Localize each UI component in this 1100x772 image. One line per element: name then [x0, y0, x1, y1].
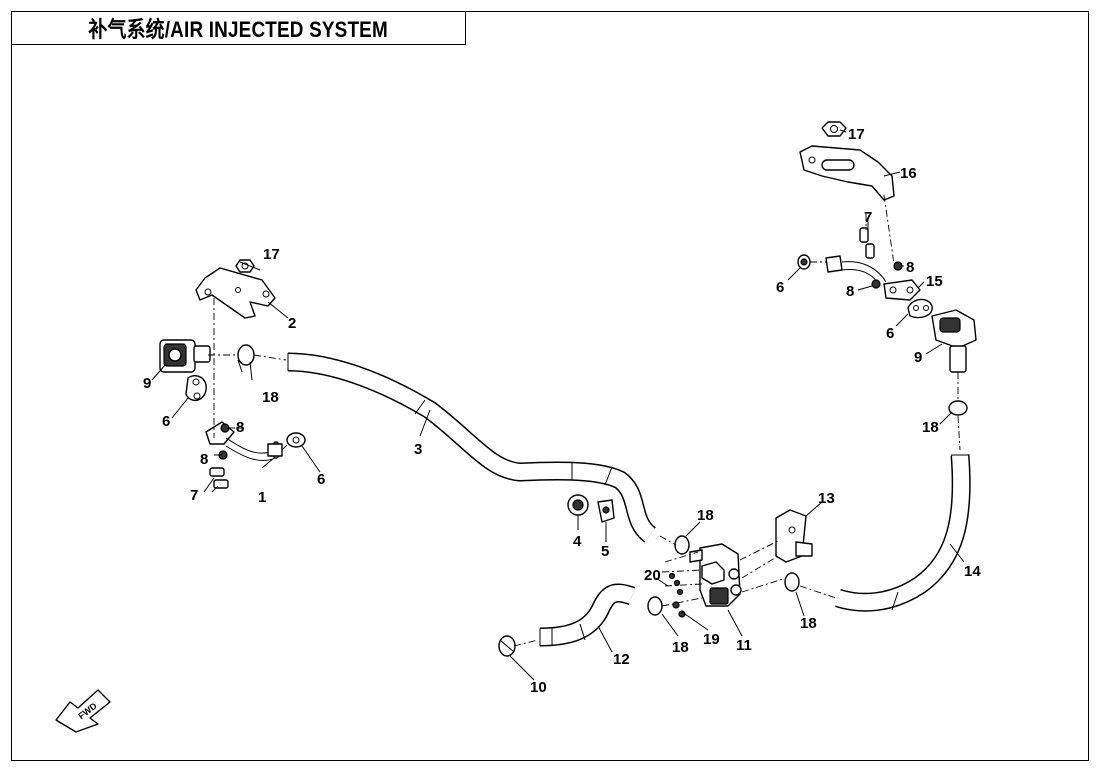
part-11-valve-body	[689, 543, 742, 607]
callout-9-left: 9	[143, 375, 151, 392]
callout-18-left: 18	[262, 389, 279, 406]
part-7-bolt-right	[859, 227, 875, 259]
callout-10: 10	[530, 679, 547, 696]
callout-17-right: 17	[848, 126, 865, 143]
part-6-gasket-left-lower	[286, 432, 306, 448]
callout-12: 12	[613, 651, 630, 668]
callout-9-right: 9	[914, 349, 922, 366]
align-line-valve-hose14	[799, 585, 837, 599]
align-line-right-hose	[957, 415, 961, 451]
callout-8-right-a: 8	[906, 259, 914, 276]
page-title: 补气系统/AIR INJECTED SYSTEM	[88, 16, 388, 42]
callout-8-left-a: 8	[236, 419, 244, 436]
callout-18-right-low: 18	[800, 615, 817, 632]
part-14-hose	[835, 454, 971, 612]
callout-3: 3	[414, 441, 422, 458]
part-17-nut-right	[821, 121, 847, 137]
align-line-clamp18-low	[661, 597, 703, 607]
align-line-valve-a	[664, 551, 699, 563]
align-line-valve-clamp	[741, 577, 787, 593]
align-line-right-bracket	[883, 194, 895, 265]
part-18-clamp-mid	[674, 535, 690, 555]
callout-7-right: 7	[864, 209, 872, 226]
part-12-hose	[539, 583, 636, 647]
align-line-valve-bracket-b	[741, 555, 779, 579]
callout-5: 5	[601, 543, 609, 560]
callout-2: 2	[288, 315, 296, 332]
align-line-valve-b	[661, 569, 703, 573]
part-6-gasket-left-upper	[185, 374, 207, 401]
callout-18-mid: 18	[697, 507, 714, 524]
part-18-clamp-right	[948, 400, 968, 416]
callout-8-left-b: 8	[200, 451, 208, 468]
callout-4: 4	[573, 533, 582, 550]
part-17-nut-left	[235, 259, 255, 273]
part-8-nut-right-b	[871, 279, 881, 289]
align-line-left-hose	[253, 354, 287, 361]
part-7-bolt-left-b	[213, 479, 229, 489]
part-pipe-right	[825, 255, 887, 287]
callout-16: 16	[900, 165, 917, 182]
part-16-bracket	[799, 145, 895, 201]
part-9-valve-left	[159, 339, 211, 373]
callout-18-right: 18	[922, 419, 939, 436]
part-15-gasket	[883, 279, 921, 301]
callout-15: 15	[926, 273, 943, 290]
part-6-gasket-right-upper	[797, 254, 811, 270]
callout-6-right-lower: 6	[886, 325, 894, 342]
part-18-clamp-right-low	[784, 572, 800, 592]
part-18-clamp-left	[237, 344, 255, 373]
title-box: 补气系统/AIR INJECTED SYSTEM	[11, 11, 466, 45]
callout-11: 11	[736, 637, 752, 654]
part-13-bracket	[775, 509, 813, 563]
part-8-nut-right-a	[893, 261, 903, 271]
align-line-clamp18-mid	[659, 535, 677, 546]
callout-13: 13	[818, 490, 835, 507]
callout-6-right-upper: 6	[776, 279, 784, 296]
callout-19: 19	[703, 631, 720, 648]
callout-17-left: 17	[263, 246, 280, 263]
fwd-arrow-icon: FWD	[55, 689, 111, 733]
part-19-bolts	[672, 601, 686, 618]
part-6-gasket-right-lower	[907, 298, 933, 319]
leader-lines	[151, 129, 965, 681]
part-4-grommet	[567, 494, 589, 516]
callout-7-left: 7	[190, 487, 198, 504]
part-2-bracket	[195, 267, 276, 319]
part-8-nut-left-a	[220, 423, 230, 433]
drawing-frame	[11, 11, 1089, 761]
callout-14: 14	[964, 563, 981, 580]
callout-8-right-b: 8	[846, 283, 854, 300]
callout-18-lowmid: 18	[672, 639, 689, 656]
part-7-bolt-left-a	[209, 467, 225, 477]
align-line-valve-bracket-a	[739, 539, 781, 561]
callout-6-left-lower: 6	[317, 471, 325, 488]
part-9-valve-right	[931, 309, 977, 373]
callout-20: 20	[644, 567, 661, 584]
part-20-washers	[668, 572, 684, 596]
align-line-valve-c	[664, 583, 703, 587]
callout-1: 1	[258, 489, 266, 506]
part-18-clamp-lowmid	[647, 596, 663, 616]
part-5-clip	[597, 499, 615, 523]
part-3-hose	[287, 352, 657, 543]
part-10-clamp	[498, 635, 516, 657]
align-line-clamp10	[513, 639, 539, 647]
callout-6-left-upper: 6	[162, 413, 170, 430]
align-line-left-gasket	[281, 443, 289, 451]
callouts: 17 2 9 6 18 8 8 7 1 6 3 4 5 18 20 18 19 …	[143, 126, 981, 696]
